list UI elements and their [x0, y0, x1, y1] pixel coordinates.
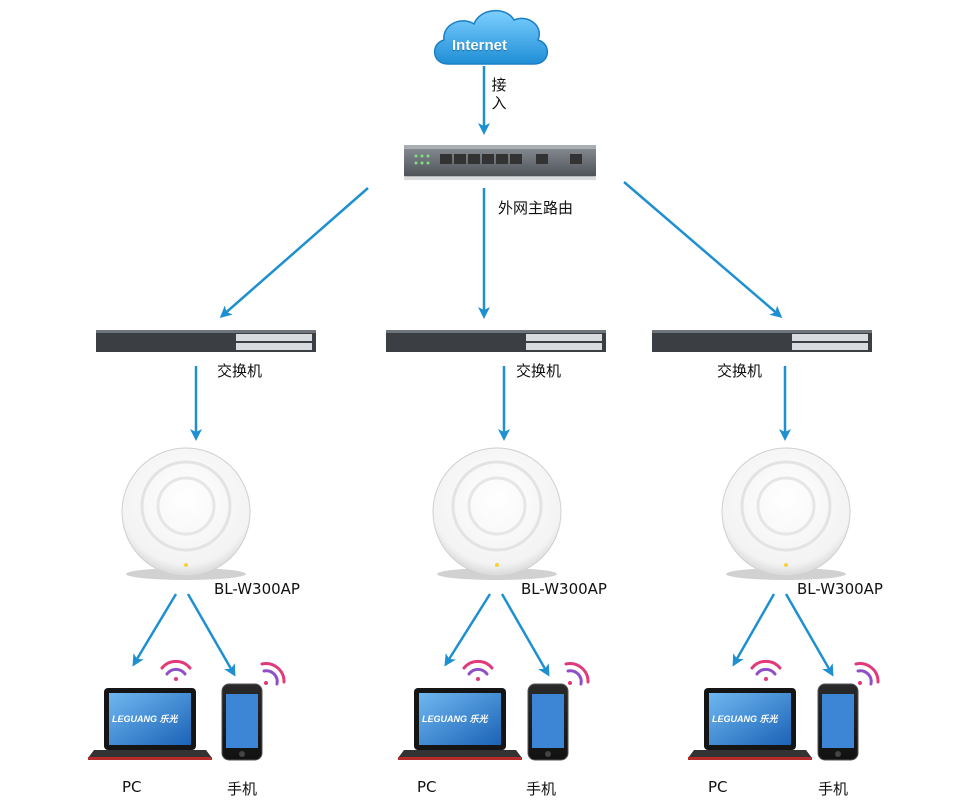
- laptop-brand-text: LEGUANG 乐光: [712, 714, 779, 724]
- arrow-ap-to-phone-middle: [500, 593, 550, 677]
- wifi-laptop-middle-icon: [462, 659, 494, 681]
- phone-left-label: 手机: [227, 780, 258, 798]
- laptop-brand-text: LEGUANG 乐光: [112, 714, 179, 724]
- wifi-laptop-left-icon: [160, 659, 192, 681]
- ap-left-label: BL-W300AP: [214, 580, 300, 598]
- switch-middle-label: 交换机: [516, 362, 562, 380]
- laptop-middle-icon: LEGUANG 乐光: [398, 688, 522, 760]
- arrow-ap-to-pc-left: [132, 593, 178, 667]
- access-point-middle-icon: [432, 447, 562, 580]
- pc-right-label: PC: [708, 778, 728, 796]
- uplink-label-2: 入: [491, 94, 507, 112]
- wifi-laptop-right-icon: [750, 659, 782, 681]
- arrow-ap-to-phone-left: [186, 593, 236, 677]
- phone-middle-label: 手机: [526, 780, 557, 798]
- phone-right-label: 手机: [818, 780, 849, 798]
- arrow-ap-to-pc-middle: [444, 593, 492, 667]
- router-label: 外网主路由: [498, 199, 574, 217]
- switch-middle-icon: [386, 330, 606, 352]
- access-point-right-icon: [721, 447, 851, 580]
- phone-left-icon: [221, 683, 263, 761]
- switch-right-icon: [652, 330, 872, 352]
- ap-middle-label: BL-W300AP: [521, 580, 607, 598]
- internet-label: Internet: [452, 37, 508, 54]
- connection-arrows: [132, 66, 834, 677]
- arrow-ap-to-pc-right: [732, 593, 776, 667]
- ap-right-label: BL-W300AP: [797, 580, 883, 598]
- arrow-router-to-switch-right: [623, 181, 783, 318]
- router-icon: [404, 145, 596, 180]
- uplink-label-1: 接: [491, 76, 507, 94]
- pc-left-label: PC: [122, 778, 142, 796]
- arrow-router-to-switch-left: [219, 187, 369, 318]
- wifi-phone-right-icon: [854, 662, 880, 686]
- wifi-phone-middle-icon: [564, 662, 590, 686]
- pc-middle-label: PC: [417, 778, 437, 796]
- laptop-right-icon: LEGUANG 乐光: [688, 688, 812, 760]
- arrow-ap-to-phone-right: [784, 593, 834, 677]
- laptop-left-icon: LEGUANG 乐光: [88, 688, 212, 760]
- phone-right-icon: [817, 683, 859, 761]
- laptop-brand-text: LEGUANG 乐光: [422, 714, 489, 724]
- access-point-left-icon: [121, 447, 251, 580]
- switch-right-label: 交换机: [717, 362, 763, 380]
- internet-cloud-icon: [434, 10, 548, 65]
- wifi-phone-left-icon: [260, 662, 286, 686]
- switch-left-icon: [96, 330, 316, 352]
- phone-middle-icon: [527, 683, 569, 761]
- switch-left-label: 交换机: [217, 362, 263, 380]
